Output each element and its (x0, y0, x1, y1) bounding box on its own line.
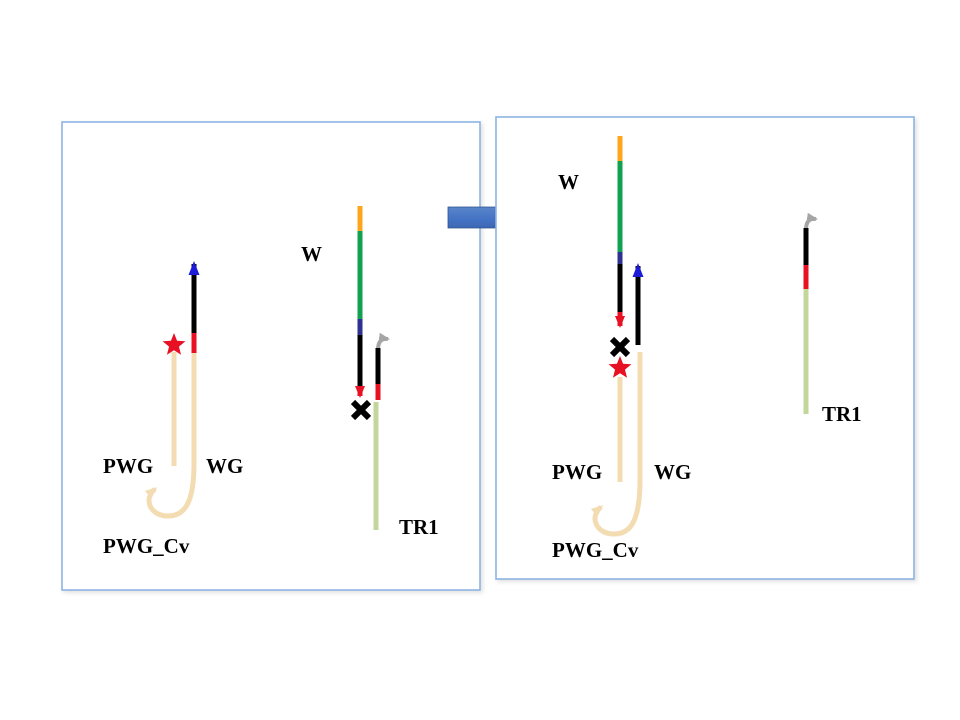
left-tr1-label: TR1 (399, 515, 439, 539)
left-panel-box (61, 121, 481, 591)
right-tr1-label: TR1 (822, 402, 862, 426)
right-w-hairpin-complex (590, 136, 644, 537)
left-hairpin-loop-arrow (144, 463, 197, 519)
right-pwg-label: PWG (552, 460, 602, 484)
right-wg-label: WG (654, 460, 691, 484)
right-w-label: W (558, 170, 579, 194)
left-w-label: W (301, 242, 322, 266)
left-hairpin-pwg-wg (144, 261, 200, 519)
right-block-x-icon (609, 336, 631, 358)
left-w-tr1-duplex (350, 206, 390, 530)
right-tr1-released (803, 212, 818, 414)
left-block-x-icon (350, 399, 372, 421)
left-red-star-icon (162, 333, 186, 355)
left-wg-label: WG (206, 454, 243, 478)
right-red-star-icon (608, 356, 632, 378)
left-pwg-label: PWG (103, 454, 153, 478)
right-panel-box (495, 116, 915, 580)
right-hairpin-loop-arrow (590, 479, 643, 537)
left-pwg-cv-label: PWG_Cv (103, 534, 190, 558)
right-pwg-cv-label: PWG_Cv (552, 538, 639, 562)
